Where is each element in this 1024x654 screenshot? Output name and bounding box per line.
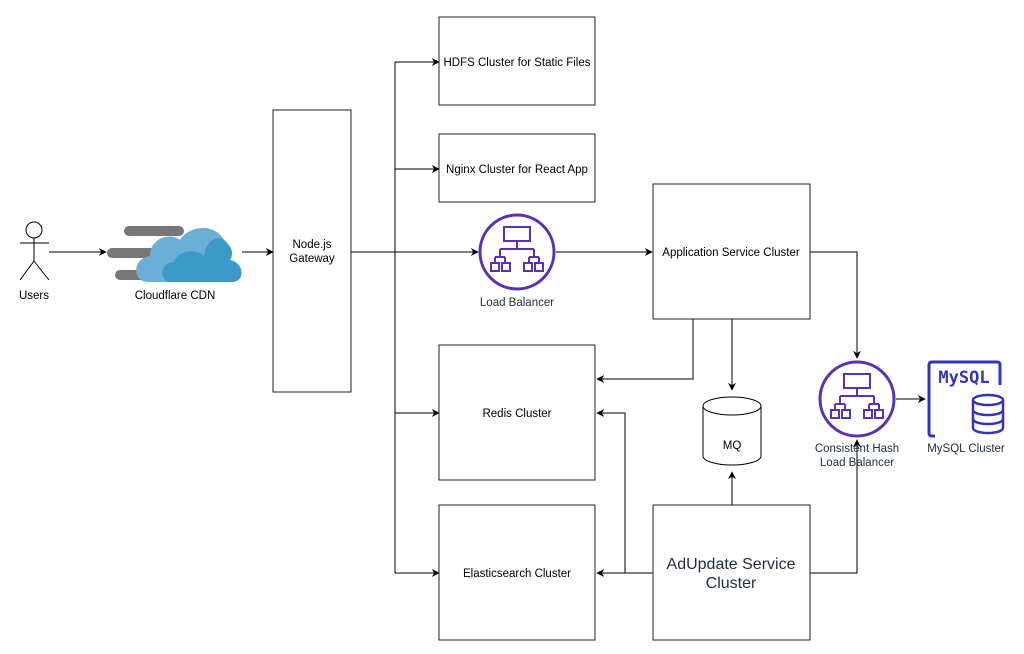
edge-app-redis [596,319,694,383]
adupdate-label-line2: Cluster [706,575,757,592]
mysql-database-icon: MySQL [927,360,1005,438]
node-nginx[interactable]: Nginx Cluster for React App [438,133,596,203]
database-cylinder-icon [702,396,762,466]
mysql-icon-text: MySQL [938,368,989,388]
chlb-label-line1: Consistent Hash [815,443,899,455]
gateway-label-line2: Gateway [289,253,335,265]
es-label: Elasticsearch Cluster [463,568,571,580]
mysql-label: MySQL Cluster [927,443,1005,455]
lb-label: Load Balancer [480,297,554,309]
cloud-icon [107,226,242,282]
cdn-label: Cloudflare CDN [135,290,216,302]
edge-app-chlb [810,251,861,359]
load-balancer-icon [478,213,556,291]
node-load-balancer[interactable]: Load Balancer [478,213,556,309]
hdfs-box [438,16,596,106]
edges [49,58,926,577]
node-mq[interactable]: MQ [702,396,762,466]
node-redis[interactable]: Redis Cluster [438,344,596,481]
gateway-box [272,109,352,393]
app-label: Application Service Cluster [662,247,800,259]
edge-adupdate-redis [596,409,626,573]
node-consistent-hash-lb[interactable]: Consistent Hash Load Balancer [815,360,899,469]
redis-label: Redis Cluster [482,408,551,420]
mq-label: MQ [723,440,742,452]
node-application-service[interactable]: Application Service Cluster [652,183,811,320]
person-icon [19,221,50,281]
adupdate-label-line1: AdUpdate Service [667,556,796,573]
hdfs-label: HDFS Cluster for Static Files [444,57,591,69]
adupdate-box [652,504,811,641]
node-hdfs[interactable]: HDFS Cluster for Static Files [438,16,596,106]
nginx-box [438,133,596,203]
node-cdn[interactable]: Cloudflare CDN [107,226,242,302]
app-box [652,183,811,320]
redis-box [438,344,596,481]
users-label: Users [19,290,49,302]
node-adupdate-service[interactable]: AdUpdate Service Cluster [652,504,811,641]
node-users[interactable]: Users [19,221,50,302]
node-mysql[interactable]: MySQL MySQL Cluster [927,360,1005,455]
chlb-label-line2: Load Balancer [820,457,894,469]
node-gateway[interactable]: Node.js Gateway [272,109,352,393]
es-box [438,504,596,641]
edge-adupdate-chlb [810,439,861,574]
node-elasticsearch[interactable]: Elasticsearch Cluster [438,504,596,641]
load-balancer-icon [818,360,896,438]
nginx-label: Nginx Cluster for React App [446,164,588,176]
gateway-label-line1: Node.js [293,239,332,251]
